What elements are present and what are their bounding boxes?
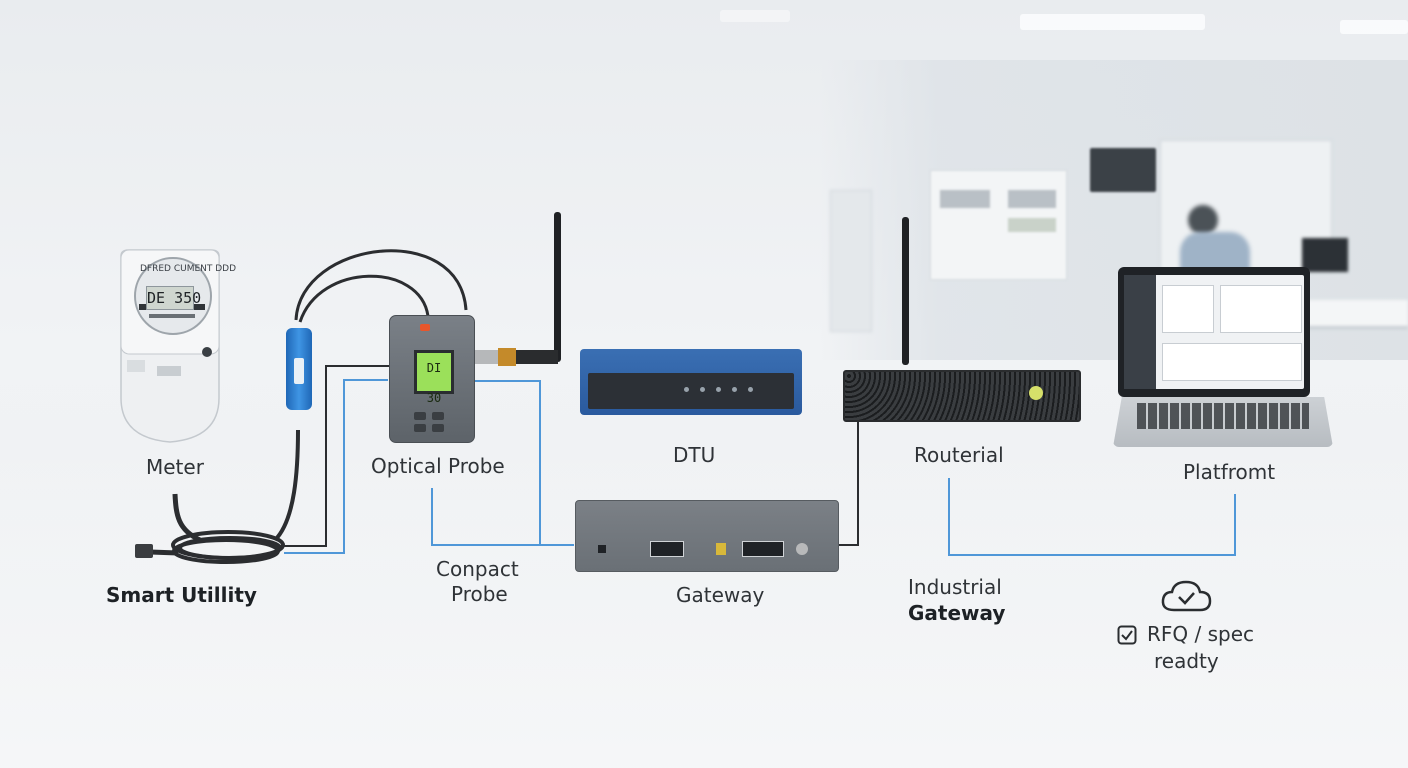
dashboard-panel [1162, 343, 1302, 381]
meter-face-text: DFRED CUMENT DDD [140, 264, 236, 274]
meter-cable [150, 552, 178, 553]
antenna-connector [516, 350, 558, 364]
antenna-connector [472, 350, 498, 364]
dashboard-panel [1220, 285, 1302, 333]
antenna-connector [498, 348, 516, 366]
probe-cable [275, 430, 298, 540]
probe-loop-cable [296, 251, 466, 320]
probe-antenna [554, 212, 561, 362]
probe-led [294, 358, 304, 384]
gateway-device [575, 500, 839, 572]
rfq-line1: RFQ / spec [1147, 622, 1254, 647]
gateway-port [650, 541, 684, 557]
gateway-port [598, 545, 606, 553]
dtu-led [716, 387, 721, 392]
platform-label: Platfromt [1183, 460, 1275, 485]
gateway-label: Gateway [676, 583, 764, 608]
compact-probe-label-line2: Probe [451, 582, 508, 607]
laptop-screen [1118, 267, 1310, 397]
probe-button [414, 412, 426, 420]
dtu-device [580, 349, 802, 415]
cloud-check-icon [1160, 578, 1212, 614]
dtu-led [684, 387, 689, 392]
dtu-led [748, 387, 753, 392]
router-antenna [902, 217, 909, 365]
probe-top-led [420, 324, 430, 331]
smart-meter [115, 248, 225, 444]
smart-utility-label: Smart Utillity [106, 583, 257, 608]
router-badge [1029, 386, 1043, 400]
probe-button [414, 424, 426, 432]
optical-probe-screen: DI 30 [414, 350, 454, 394]
industrial-gateway-label-line1: Industrial [908, 575, 1002, 600]
dashboard-panel [1162, 285, 1214, 333]
router-device [843, 370, 1081, 422]
dtu-label: DTU [673, 443, 715, 468]
meter-display: DE 350 [146, 286, 194, 310]
compact-probe-device [286, 328, 312, 410]
meter-label: Meter [146, 455, 204, 480]
gateway-port [742, 541, 784, 557]
probe-button [432, 412, 444, 420]
gateway-port [796, 543, 808, 555]
gateway-port [716, 543, 726, 555]
rj45-plug [135, 544, 153, 558]
dtu-led [732, 387, 737, 392]
probe-button [432, 424, 444, 432]
dashboard-ui [1124, 275, 1304, 389]
compact-probe-label-line1: Conpact [436, 557, 519, 582]
checkbox-checked-icon [1117, 625, 1137, 645]
routerial-label: Routerial [914, 443, 1004, 468]
optical-probe-device: DI 30 [389, 315, 475, 443]
rfq-line2: readty [1154, 649, 1219, 674]
blue-link [949, 478, 1235, 555]
dashboard-sidebar [1124, 275, 1156, 389]
dtu-led [700, 387, 705, 392]
optical-probe-label: Optical Probe [371, 454, 505, 479]
dtu-face [588, 373, 794, 409]
industrial-gateway-label-line2: Gateway [908, 601, 1005, 626]
laptop-base [1113, 397, 1333, 447]
laptop-keyboard [1137, 403, 1309, 429]
